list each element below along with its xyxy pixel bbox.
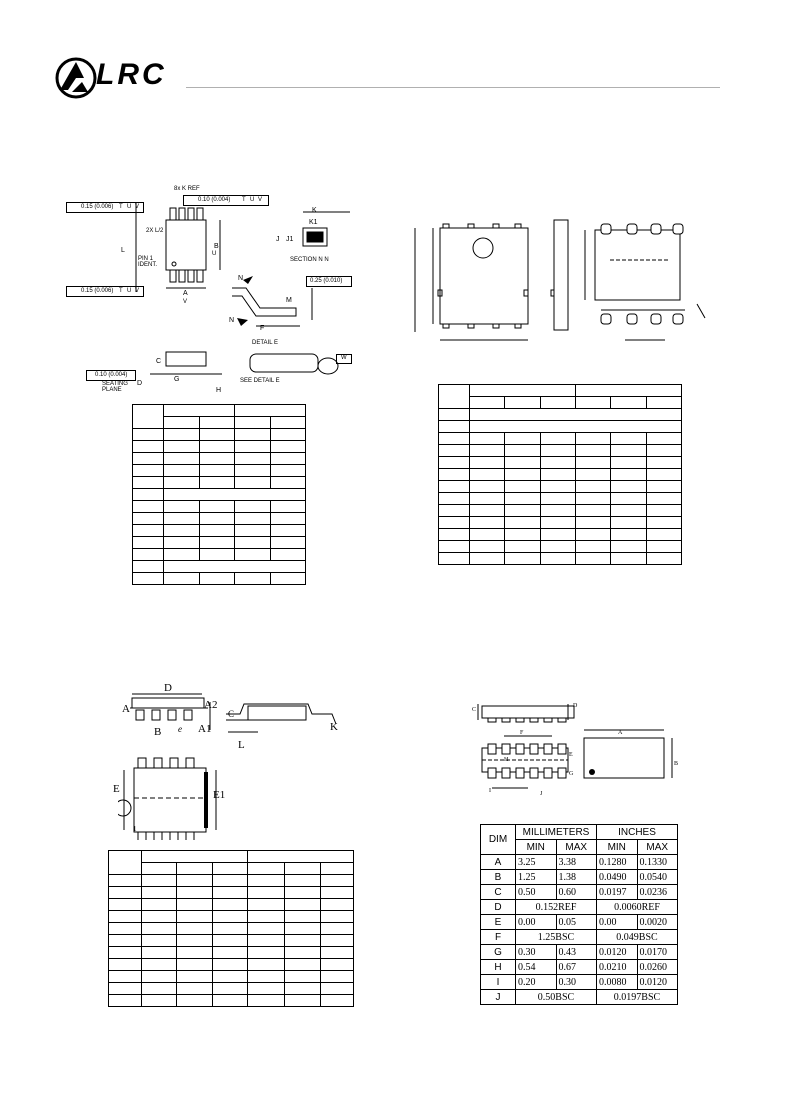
soic-dimension-table <box>108 850 354 1007</box>
label-w: W <box>341 355 347 361</box>
label-v-box: V <box>183 299 188 305</box>
label-u-box: U <box>212 251 217 257</box>
tolerance-frame-top-left: 0.15 (0.006) T U V <box>66 202 144 213</box>
label-b: B <box>674 761 679 767</box>
datum-w-box <box>336 354 352 364</box>
header-in-max: MAX <box>636 839 678 855</box>
label-detail: DETAIL E <box>252 340 279 346</box>
label-e: E <box>113 783 120 795</box>
label-h: H <box>216 387 222 394</box>
label-a1: A1 <box>198 723 212 735</box>
lrc-logo-icon <box>55 57 97 99</box>
label-k1: K1 <box>309 219 318 226</box>
label-g: G <box>174 376 180 383</box>
label-l: L <box>238 739 245 751</box>
label-a: A <box>183 290 188 297</box>
table-row: G 0.30 0.43 0.0120 0.0170 <box>480 944 678 960</box>
label-l: L <box>121 247 125 254</box>
label-j1: J1 <box>286 236 294 243</box>
table-row: D 0.152REF 0.0060REF <box>480 899 678 915</box>
label-a: A <box>618 730 623 736</box>
label-c: C <box>472 707 477 713</box>
label-half-l: 2X L/2 <box>146 228 164 234</box>
msop-outline-svg <box>135 203 350 375</box>
dfn-small-outline-svg <box>477 704 673 789</box>
label-kref: 8x K REF <box>174 186 200 192</box>
label-e1: E1 <box>213 789 226 801</box>
header-in-min: MIN <box>596 839 638 855</box>
label-pin1: PIN 1 IDENT. <box>138 256 158 268</box>
label-e: E <box>569 752 573 758</box>
label-a: A <box>122 703 130 715</box>
label-f: F <box>260 325 265 332</box>
table-row: I 0.20 0.30 0.0080 0.0120 <box>480 974 678 990</box>
table-row: C 0.50 0.60 0.0197 0.0236 <box>480 884 678 900</box>
label-c: C <box>156 358 162 365</box>
table-row: E 0.00 0.05 0.00 0.0020 <box>480 914 678 930</box>
label-see-detail: SEE DETAIL E <box>240 378 280 384</box>
dfn-dimension-table <box>438 384 683 565</box>
header-mm-min: MIN <box>515 839 557 855</box>
table-row: A 3.25 3.38 0.1280 0.1330 <box>480 854 678 870</box>
label-e-pitch: e <box>178 724 182 734</box>
header-rule <box>186 87 720 88</box>
table-row: J 0.50BSC 0.0197BSC <box>480 989 678 1005</box>
label-b: B <box>154 726 162 738</box>
label-pin1: 1 <box>133 825 137 833</box>
label-a2: A2 <box>204 699 218 711</box>
tolerance-frame-025: 0.25 (0.010) <box>306 276 352 287</box>
logo-text: LRC <box>96 58 167 91</box>
label-n2: N <box>229 317 235 324</box>
label-j: J <box>276 236 280 243</box>
label-b: B <box>214 243 219 250</box>
header-in: INCHES <box>596 824 678 840</box>
tolerance-frame-top: 0.10 (0.004) T U V <box>183 195 269 206</box>
label-i: I <box>489 788 491 794</box>
label-d: D <box>137 380 143 387</box>
label-section: SECTION N N <box>290 257 329 263</box>
msop-dimension-table <box>132 404 306 585</box>
table-row: H 0.54 0.67 0.0210 0.0260 <box>480 959 678 975</box>
dfn-top-drawing-svg <box>414 219 706 341</box>
tolerance-frame-bottom-left: 0.15 (0.006) T U V <box>66 286 144 297</box>
label-n1: N <box>238 275 244 282</box>
table-row: B 1.25 1.38 0.0490 0.0540 <box>480 869 678 885</box>
label-seating: SEATING PLANE <box>102 381 128 393</box>
table-row: F 1.25BSC 0.049BSC <box>480 929 678 945</box>
label-m: M <box>286 297 292 304</box>
label-d: D <box>573 703 578 709</box>
header-dim: DIM <box>480 824 516 855</box>
header-mm-max: MAX <box>555 839 597 855</box>
label-c: C <box>228 709 235 719</box>
label-d: D <box>164 682 172 694</box>
label-h: H <box>504 757 509 763</box>
label-f: F <box>520 730 524 736</box>
header-mm: MILLIMETERS <box>515 824 597 840</box>
label-k: K <box>312 207 317 214</box>
label-g: G <box>569 771 574 777</box>
label-k: K <box>330 721 338 733</box>
tolerance-frame-seating: 0.10 (0.004) <box>86 370 136 381</box>
soic-outline-svg <box>118 693 337 840</box>
label-j: J <box>540 791 543 797</box>
dimension-table: DIM MILLIMETERS INCHES MIN MAX MIN MAX A… <box>480 824 678 1005</box>
